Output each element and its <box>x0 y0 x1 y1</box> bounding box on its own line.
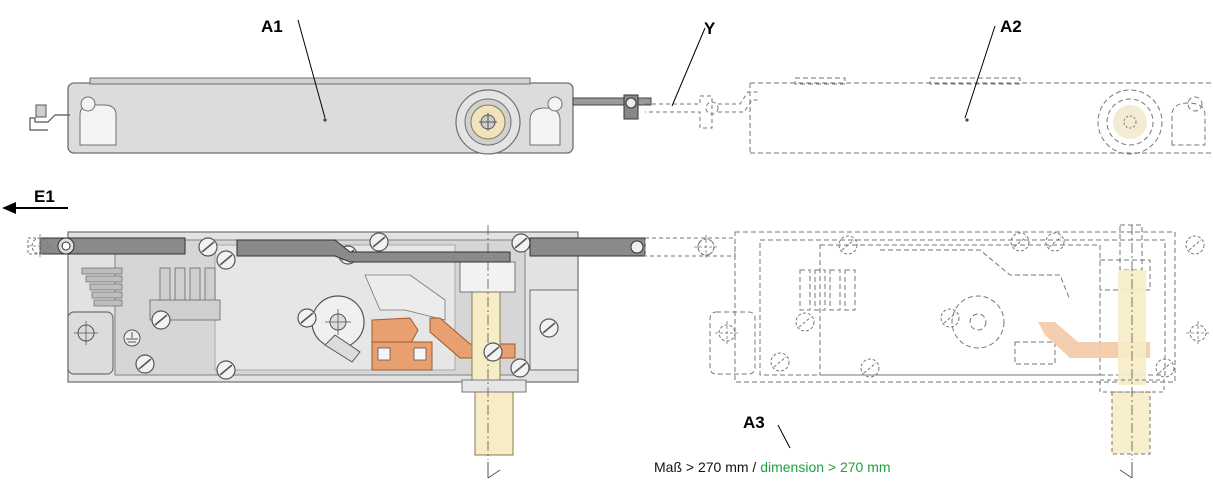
a1-side-view <box>29 77 652 155</box>
y-linkage-dashed <box>645 91 760 129</box>
lower-link-dashed <box>644 237 736 257</box>
main-housing-open <box>27 225 646 479</box>
label-a1: A1 <box>261 17 283 36</box>
caption-german: Maß > 270 mm <box>654 459 749 475</box>
caption-english: dimension > 270 mm <box>760 459 890 475</box>
dimension-caption: Maß > 270 mm / dimension > 270 mm <box>654 459 891 475</box>
main-housing-dashed <box>709 224 1176 383</box>
a2-lock-cylinder <box>1113 105 1147 139</box>
label-a3: A3 <box>743 413 765 432</box>
ground-symbol-icon <box>123 329 141 347</box>
a2-side-view <box>749 77 1213 155</box>
label-a2: A2 <box>1000 17 1022 36</box>
label-e1: E1 <box>34 187 55 206</box>
label-y: Y <box>704 19 716 38</box>
caption-separator: / <box>749 459 761 475</box>
e1-arrow <box>2 202 68 214</box>
leader-lines <box>297 19 996 449</box>
